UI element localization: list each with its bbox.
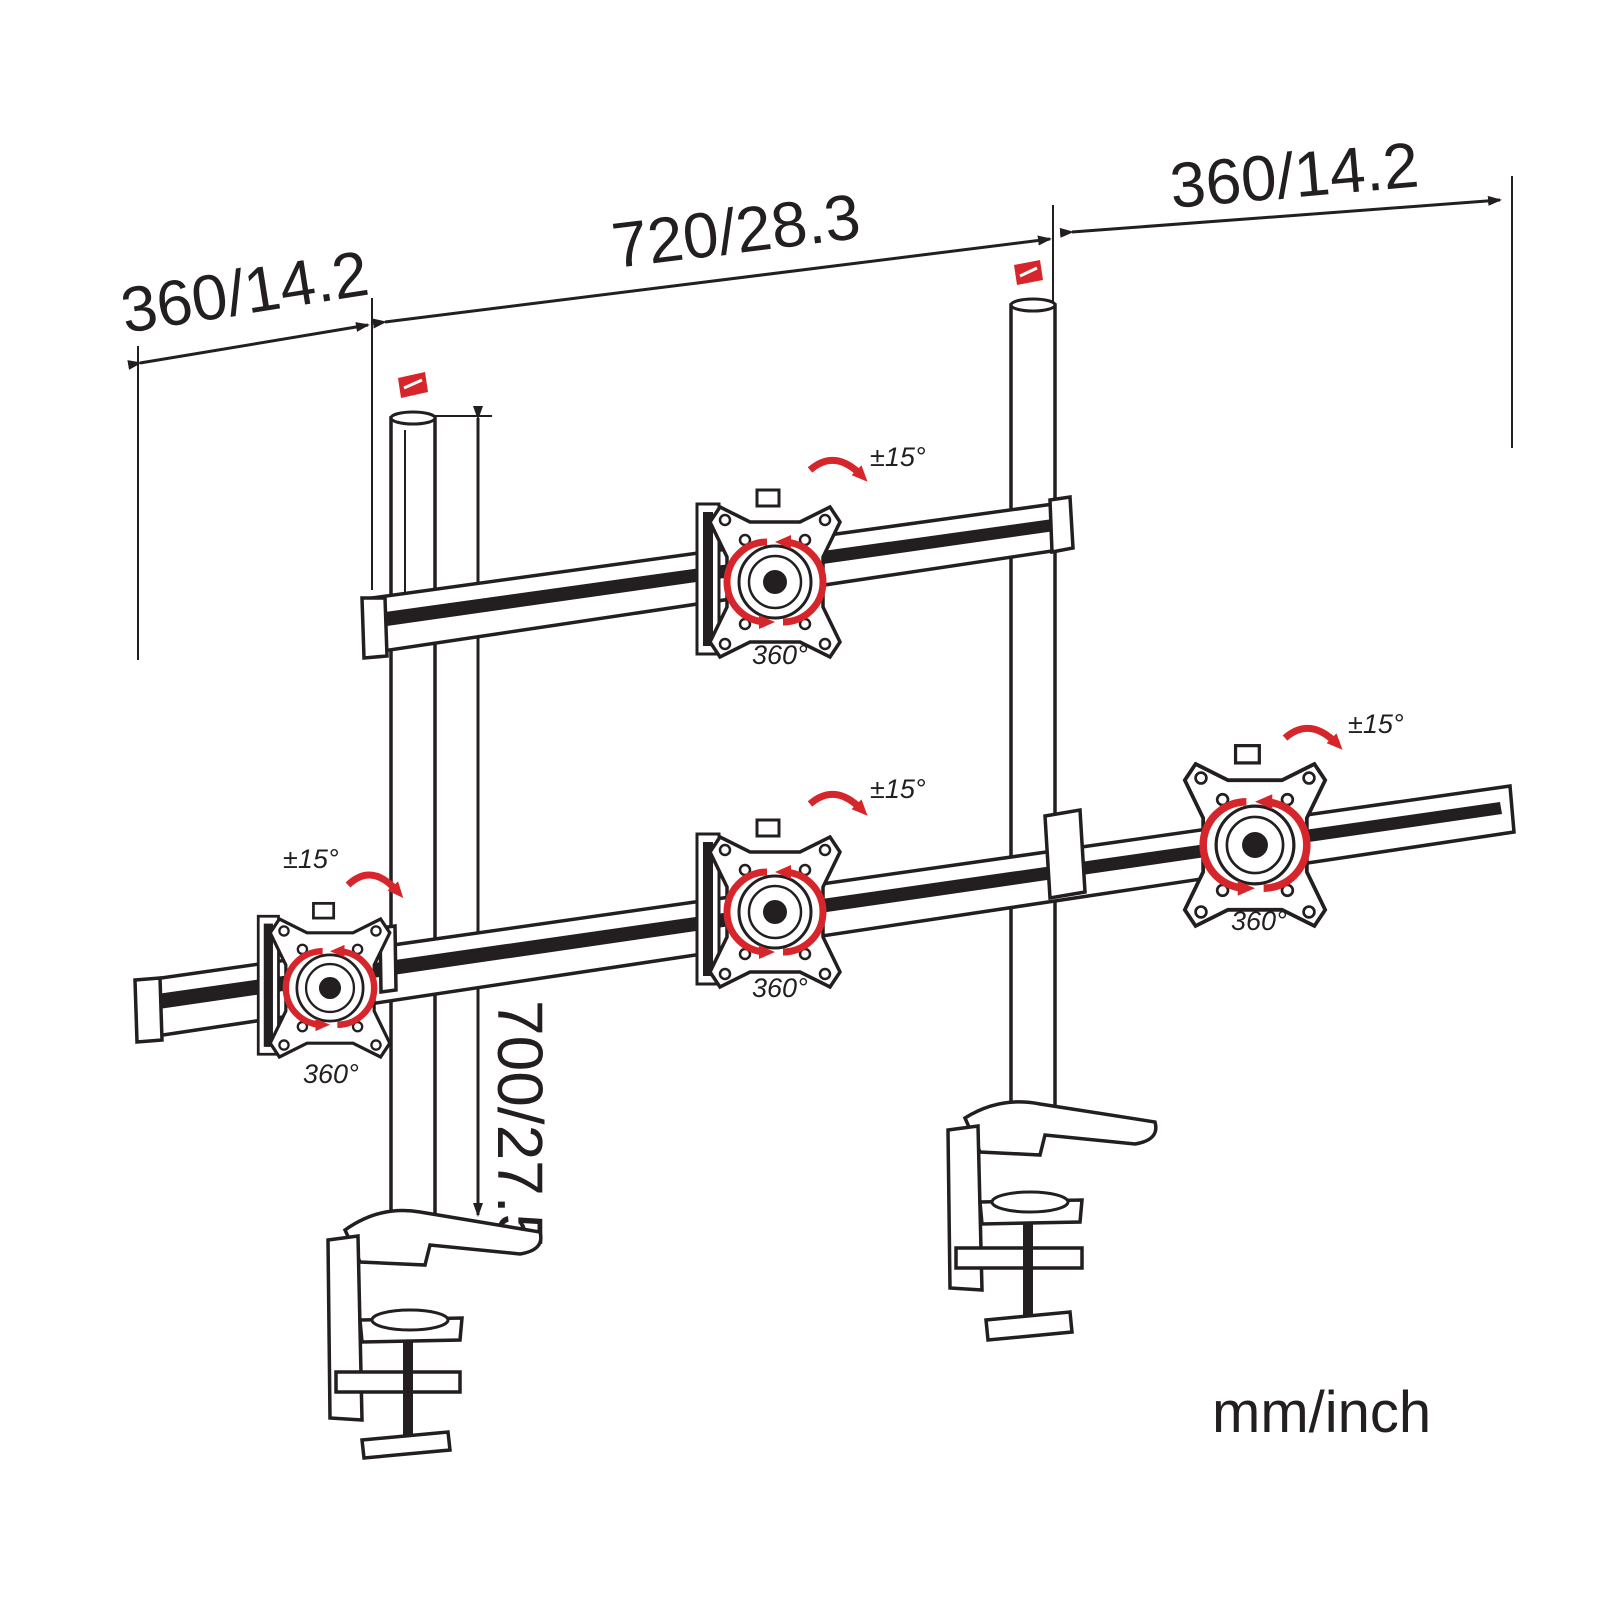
tilt-arrow-icon-upper-center <box>807 456 868 482</box>
left-desk-clamp <box>326 1208 543 1460</box>
rotation-label-lower-center: 360° <box>752 973 808 1003</box>
tilt-arrow-icon-lower-center <box>807 790 868 816</box>
cap-marker-icon-right <box>1014 260 1043 285</box>
right-desk-clamp <box>946 1100 1158 1342</box>
pole-height-dimension: 700/27.5 <box>484 1000 556 1249</box>
tilt-label-lower-right: ±15° <box>1348 709 1404 739</box>
vesa-plate-lower-right <box>1182 744 1328 929</box>
rotation-label-lower-right: 360° <box>1231 906 1287 936</box>
tilt-label-lower-center: ±15° <box>870 774 926 804</box>
cap-marker-icon-left <box>398 372 428 398</box>
vesa-plate-upper-center <box>695 488 843 660</box>
vesa-plate-lower-center <box>695 818 843 990</box>
units-label: mm/inch <box>1212 1380 1431 1445</box>
vesa-plate-lower-left <box>256 901 392 1060</box>
right-pole <box>1009 297 1057 1117</box>
tilt-arrow-icon-lower-right <box>1282 724 1343 750</box>
left-pole <box>389 410 437 1220</box>
tilt-arrow-icon-lower-left <box>345 871 404 899</box>
vesa-plates <box>256 456 1343 1060</box>
rotation-label-upper-center: 360° <box>752 640 808 670</box>
dimension-lines <box>127 176 1513 1217</box>
rotation-label-lower-left: 360° <box>303 1059 359 1089</box>
angle-labels: ±15° ±15° ±15° ±15° 360° 360° 360° 360° <box>283 442 1404 1089</box>
tilt-label-lower-left: ±15° <box>283 844 339 874</box>
tilt-label-upper-center: ±15° <box>870 442 926 472</box>
